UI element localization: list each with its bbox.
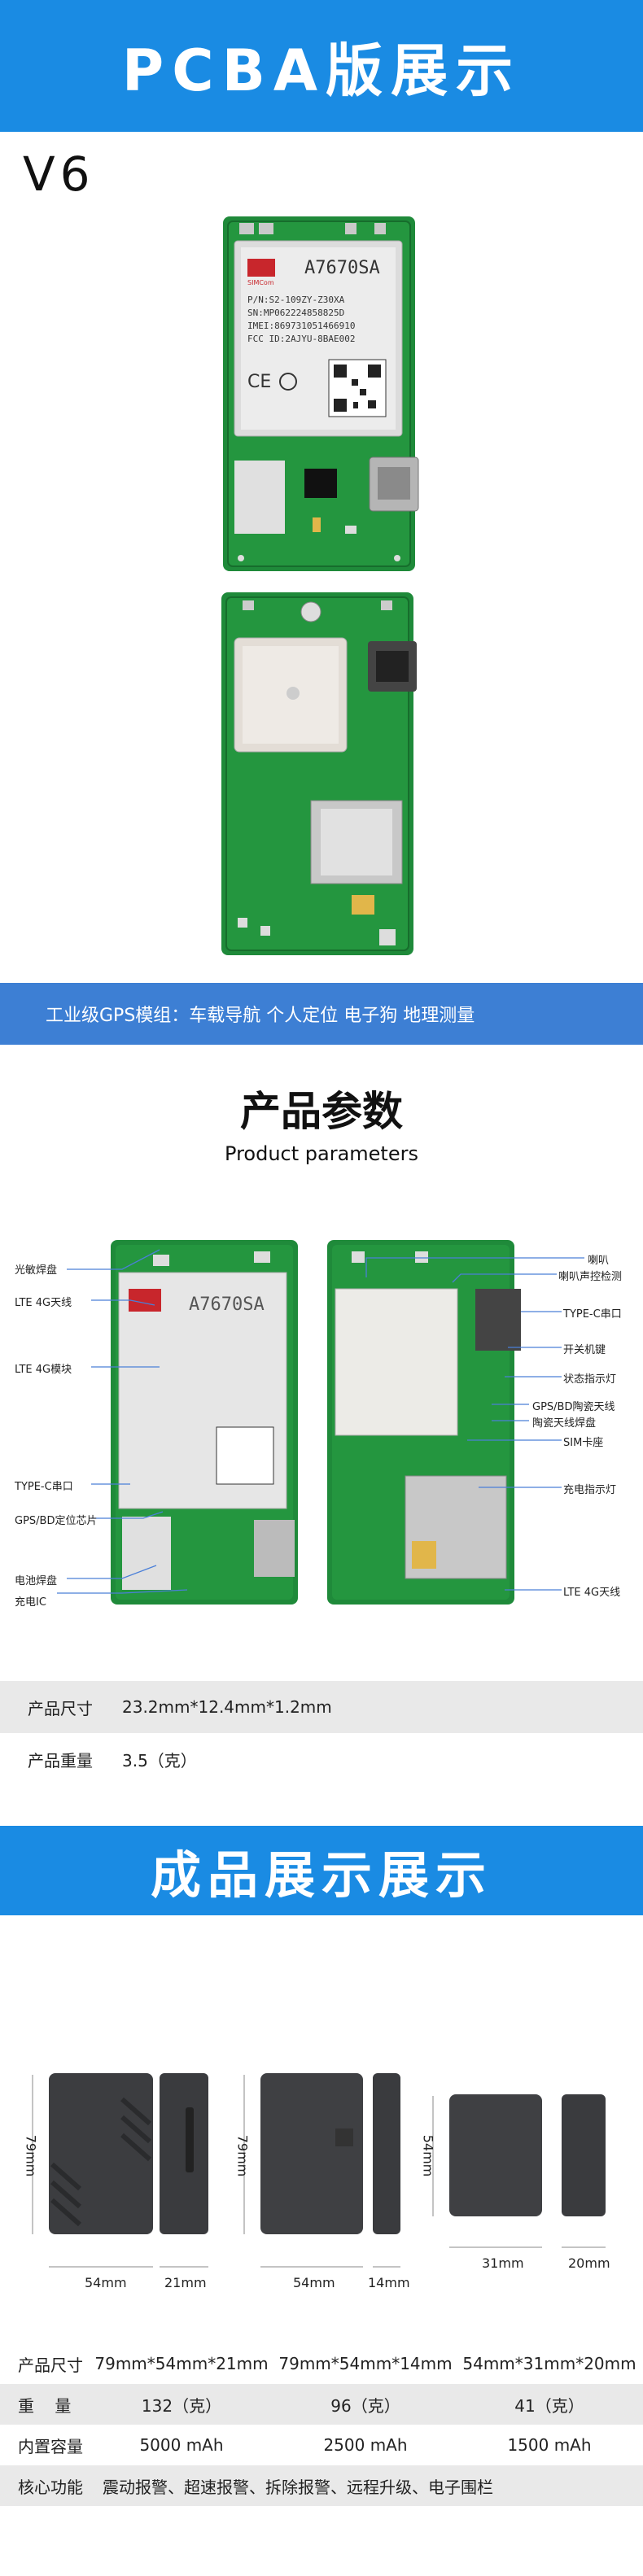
dim-d1-depth: 21mm (164, 2275, 207, 2290)
svg-text:CE: CE (247, 372, 271, 392)
callout-lte-antenna-right: LTE 4G天线 (563, 1587, 621, 1599)
module-brand: SIMCom (247, 279, 274, 286)
devices-illustration (32, 2073, 606, 2268)
table-row-capacity: 内置容量 5000 mAh 2500 mAh 1500 mAh (0, 2425, 643, 2465)
dim-d2-width: 54mm (293, 2275, 335, 2290)
callout-lte-antenna: LTE 4G天线 (15, 1297, 72, 1309)
table-cell: 79mm*54mm*21mm (94, 2354, 269, 2373)
module-sn: SN:MP062224858825D (247, 308, 344, 318)
table-cell: 2500 mAh (323, 2435, 408, 2455)
dim-d1-height: 79mm (23, 2134, 39, 2177)
pcb-front-board: SIMCom A7670SA P/N:S2-109ZY-Z30XA SN:MP0… (223, 216, 419, 571)
callout-sim-socket: SIM卡座 (563, 1437, 604, 1449)
params-subtitle: Product parameters (225, 1142, 418, 1165)
module-model: A7670SA (304, 258, 380, 278)
table-cell: 41（克） (514, 2395, 584, 2416)
callout-typec-left: TYPE-C串口 (15, 1481, 73, 1493)
finished-banner: 成品展示展示 (0, 1826, 643, 1915)
callout-battery-pad: 电池焊盘 (15, 1575, 58, 1587)
dim-d2-height: 79mm (234, 2134, 251, 2177)
callout-light-pad: 光敏焊盘 (15, 1264, 58, 1277)
dim-d3-width: 31mm (482, 2255, 524, 2271)
params-title: 产品参数 (240, 1088, 403, 1135)
module-fcc: FCC ID:2AJYU-8BAE002 (247, 334, 355, 344)
dim-d3-height: 54mm (420, 2134, 436, 2177)
dim-d3-depth: 20mm (568, 2255, 610, 2271)
pcb-annotated-back (327, 1240, 521, 1605)
module-imei: IMEI:869731051466910 (247, 321, 355, 331)
hero-title: PCBA版展示 (121, 37, 522, 104)
table-row-size: 产品尺寸 79mm*54mm*21mm 79mm*54mm*14mm 54mm*… (0, 2343, 643, 2384)
callout-charge-led: 充电指示灯 (563, 1484, 617, 1496)
feature-strip: 工业级GPS模组：车载导航 个人定位 电子狗 地理测量 (0, 983, 643, 1045)
spec-label: 产品尺寸 (28, 1698, 93, 1718)
core-label: 核心功能 (18, 2477, 83, 2497)
module-pn: P/N:S2-109ZY-Z30XA (247, 295, 345, 305)
dim-d2-depth: 14mm (368, 2275, 410, 2290)
core-value: 震动报警、超速报警、拆除报警、远程升级、电子围栏 (103, 2477, 493, 2497)
table-row-label: 内置容量 (18, 2436, 83, 2456)
callout-gps-chip: GPS/BD定位芯片 (15, 1515, 98, 1527)
svg-text:A7670SA: A7670SA (189, 1295, 265, 1315)
table-row-label: 产品尺寸 (18, 2355, 83, 2375)
spec-row-weight: 产品重量 3.5（克） (0, 1733, 643, 1785)
pcb-back-board (221, 592, 417, 955)
hero-banner: PCBA版展示 (0, 0, 643, 132)
callout-lte-module: LTE 4G模块 (15, 1364, 72, 1376)
spec-row-size: 产品尺寸 23.2mm*12.4mm*1.2mm (0, 1681, 643, 1733)
callout-charge-ic: 充电IC (15, 1596, 46, 1609)
finished-title: 成品展示展示 (150, 1845, 492, 1905)
callout-status-led: 状态指示灯 (563, 1373, 617, 1386)
callout-typec-right: TYPE-C串口 (563, 1308, 622, 1321)
table-row-label: 重 量 (18, 2395, 72, 2416)
callout-speaker: 喇叭 (588, 1255, 610, 1267)
callout-ceramic-pad: 陶瓷天线焊盘 (532, 1417, 597, 1430)
version-label: V6 (23, 146, 95, 202)
table-cell: 96（克） (330, 2395, 400, 2416)
table-cell: 1500 mAh (507, 2435, 592, 2455)
table-row-weight: 重 量 132（克） 96（克） 41（克） (0, 2384, 643, 2425)
table-cell: 5000 mAh (139, 2435, 224, 2455)
qr-code-icon (328, 359, 387, 417)
spec-value: 3.5（克） (122, 1750, 197, 1770)
table-row-core: 核心功能 震动报警、超速报警、拆除报警、远程升级、电子围栏 (0, 2465, 643, 2506)
table-cell: 79mm*54mm*14mm (278, 2354, 453, 2373)
callout-power-key: 开关机键 (563, 1344, 606, 1356)
spec-value: 23.2mm*12.4mm*1.2mm (122, 1697, 332, 1717)
spec-label: 产品重量 (28, 1750, 93, 1770)
callout-gps-ceramic-antenna: GPS/BD陶瓷天线 (532, 1401, 615, 1413)
callout-lines (57, 1249, 584, 1594)
table-cell: 132（克） (141, 2395, 222, 2416)
dim-d1-width: 54mm (85, 2275, 127, 2290)
callout-speaker-detect: 喇叭声控检测 (558, 1271, 623, 1283)
table-cell: 54mm*31mm*20mm (462, 2354, 636, 2373)
